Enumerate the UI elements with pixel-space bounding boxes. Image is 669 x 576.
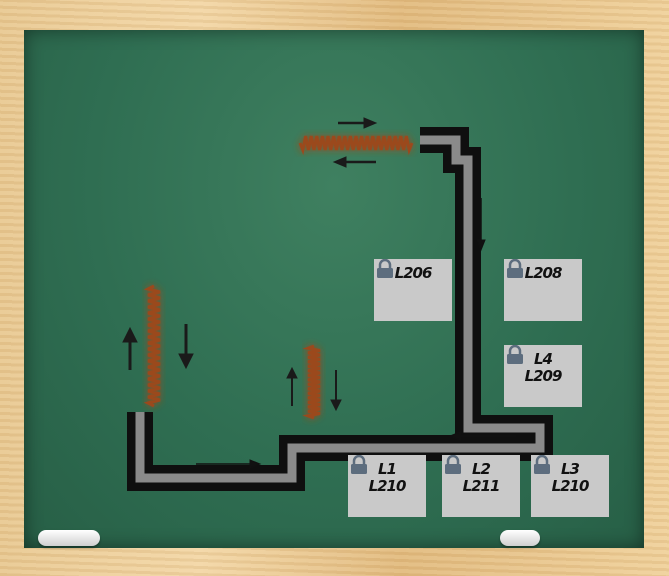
lock-icon (534, 455, 550, 474)
chalk-stick-left (38, 530, 100, 546)
lock-icon (377, 259, 393, 278)
lock-icon (507, 345, 523, 364)
level-label: L210 (368, 477, 407, 495)
lock-icon (507, 259, 523, 278)
arrow-down-small-icon (330, 370, 342, 412)
arrow-up-icon (122, 326, 138, 370)
level-label: L1 (378, 460, 397, 478)
spring-horizontal[interactable] (298, 135, 414, 156)
level-label: L211 (462, 477, 501, 495)
lock-icon (445, 455, 461, 474)
conveyor-track (127, 127, 553, 491)
arrow-down-icon (178, 324, 194, 370)
level-label: L206 (394, 264, 433, 282)
track-arrow-left (448, 431, 516, 441)
level-label: L208 (524, 264, 563, 282)
track-arrow-right (196, 459, 262, 469)
lock-icon (351, 455, 367, 474)
level-tile[interactable]: L208 (504, 259, 582, 321)
track-diagram (122, 117, 553, 491)
track-arrow-down (476, 198, 486, 252)
arrow-left-icon (332, 156, 376, 168)
level-tile[interactable]: L206 (374, 259, 452, 321)
level-label: L209 (524, 367, 563, 385)
spring-vertical-left[interactable] (143, 284, 161, 408)
level-label: L2 (472, 460, 491, 478)
level-label: L3 (561, 460, 580, 478)
chalk-stick-right (500, 530, 540, 546)
spring-vertical-middle[interactable] (302, 344, 321, 420)
level-label: L4 (534, 350, 553, 368)
level-label: L210 (551, 477, 590, 495)
arrow-up-small-icon (286, 366, 298, 406)
arrow-right-icon (338, 117, 378, 129)
